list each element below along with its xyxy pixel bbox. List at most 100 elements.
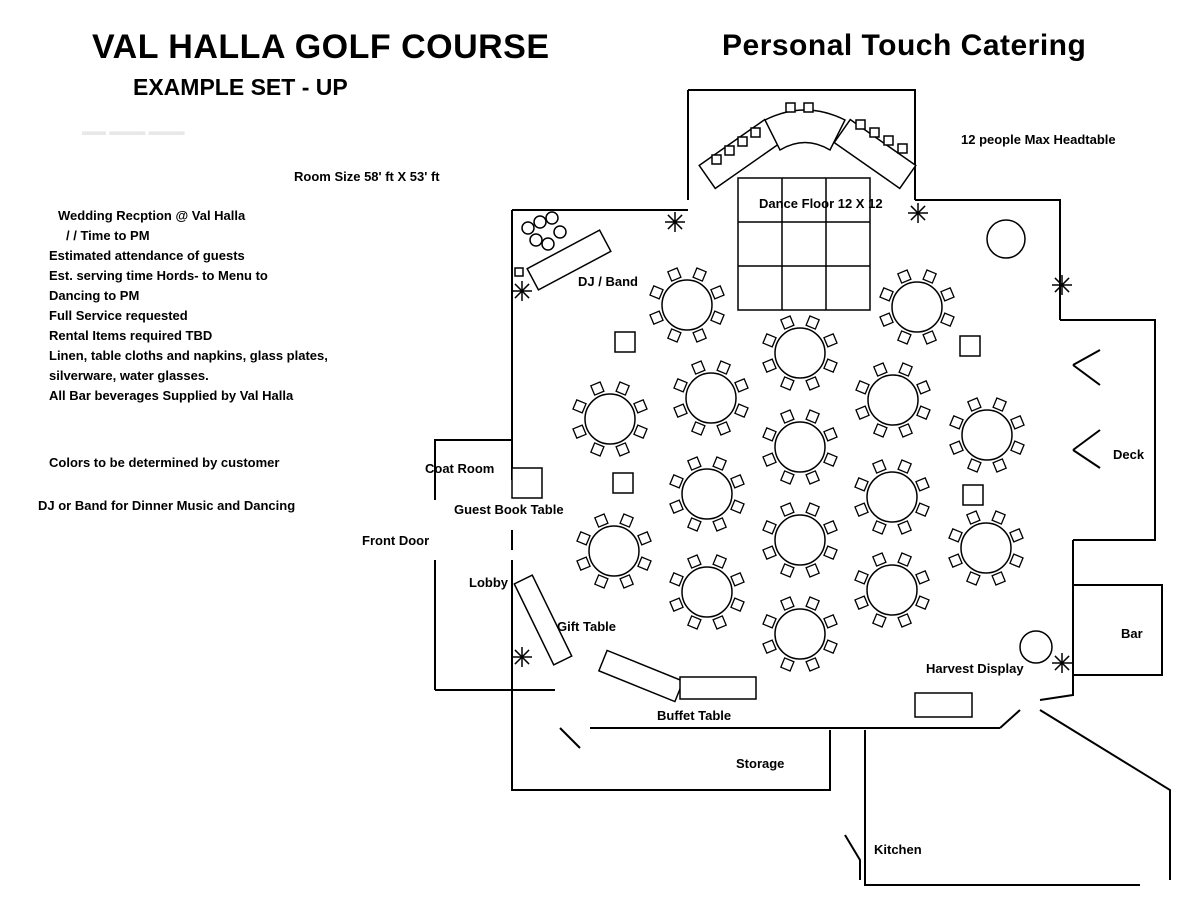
detail-line: Linen, table cloths and napkins, glass p… <box>49 348 328 363</box>
chair <box>1009 527 1024 543</box>
chair <box>992 397 1008 412</box>
detail-line: Estimated attendance of guests <box>49 248 245 263</box>
guest-book-table-label: Guest Book Table <box>454 502 564 517</box>
caterer-name: Personal Touch Catering <box>722 29 1087 62</box>
chair <box>805 409 821 424</box>
dj-band-label: DJ / Band <box>578 274 638 289</box>
chair <box>1010 440 1025 456</box>
wall-segment <box>864 730 1140 886</box>
chair <box>762 426 777 442</box>
chair <box>805 596 821 611</box>
round-table <box>572 381 648 457</box>
chair <box>915 502 930 518</box>
buffet-table-label: Buffet Table <box>657 708 732 723</box>
chair <box>686 554 702 569</box>
chair <box>637 530 652 546</box>
table-top <box>960 522 1012 574</box>
chair <box>619 574 635 589</box>
buffet-table <box>679 676 757 700</box>
chair <box>897 459 913 474</box>
coat-room-rack <box>511 467 543 499</box>
plant-leaf <box>514 649 523 658</box>
chair <box>734 403 749 419</box>
chair <box>805 315 821 330</box>
table-top <box>584 393 636 445</box>
head-table-chair <box>869 127 880 138</box>
gift-table-label: Gift Table <box>557 619 616 634</box>
plant-icon <box>1052 275 1072 295</box>
chair <box>922 330 938 345</box>
round-table <box>762 596 838 672</box>
plant-leaf <box>521 283 530 292</box>
decor-round <box>986 219 1026 259</box>
chair <box>779 315 795 330</box>
chair <box>692 267 708 282</box>
chair <box>948 527 963 543</box>
gift-table <box>513 574 573 666</box>
table-top <box>774 327 826 379</box>
chair <box>615 381 631 396</box>
detail-line: Dancing to PM <box>49 288 140 303</box>
chair <box>712 615 728 630</box>
head-table-chair <box>803 102 814 113</box>
storage-cart <box>914 692 973 718</box>
chair <box>871 459 887 474</box>
chair <box>991 510 1007 525</box>
chair <box>779 409 795 424</box>
chair <box>916 379 931 395</box>
chair <box>734 377 749 393</box>
chair <box>762 545 777 561</box>
chair <box>762 452 777 468</box>
chair <box>897 552 913 567</box>
chair <box>730 571 745 587</box>
plant-leaf <box>514 656 523 665</box>
chair <box>854 476 869 492</box>
plant-leaf <box>1054 277 1063 286</box>
chair <box>712 517 728 532</box>
deck-door <box>1072 429 1101 469</box>
wall-segment <box>1073 584 1163 676</box>
chair <box>871 613 887 628</box>
head-table-chair <box>711 154 722 165</box>
plant-leaf <box>1061 277 1070 286</box>
display-stand <box>612 472 634 494</box>
dj-equipment <box>545 211 559 225</box>
plant-icon <box>665 212 685 232</box>
front-door-label: Front Door <box>362 533 430 548</box>
round-table <box>762 502 838 578</box>
table-top <box>961 409 1013 461</box>
wall-segment <box>434 439 512 500</box>
dj-equipment <box>553 225 567 239</box>
round-table <box>576 513 652 589</box>
deck-door <box>1072 349 1101 386</box>
chair <box>716 360 732 375</box>
detail-line: All Bar beverages Supplied by Val Halla <box>49 388 294 403</box>
chair <box>779 563 795 578</box>
bar-label: Bar <box>1121 626 1143 641</box>
chair <box>593 513 609 528</box>
plant-leaf <box>514 283 523 292</box>
table-top <box>867 374 919 426</box>
chair <box>991 571 1007 586</box>
chair <box>855 379 870 395</box>
chair <box>673 377 688 393</box>
detail-line: Est. serving time Hords- to Menu to <box>49 268 268 283</box>
table-top <box>588 525 640 577</box>
plant-leaf <box>1061 662 1070 671</box>
round-table <box>669 456 745 532</box>
plant-leaf <box>1054 662 1063 671</box>
storage-label: Storage <box>736 756 785 771</box>
deck-label: Deck <box>1113 447 1145 462</box>
chair <box>779 376 795 391</box>
head-table-chair <box>737 136 748 147</box>
head-table-chair <box>785 102 796 113</box>
chair <box>805 376 821 391</box>
table-top <box>866 471 918 523</box>
chair <box>896 330 912 345</box>
round-table <box>948 510 1024 586</box>
head-table-right <box>833 118 917 190</box>
page-subtitle: EXAMPLE SET - UP <box>133 74 348 100</box>
headtable-note: 12 people Max Headtable <box>961 132 1116 147</box>
plant-leaf <box>1054 655 1063 664</box>
harvest-display-label: Harvest Display <box>926 661 1024 676</box>
